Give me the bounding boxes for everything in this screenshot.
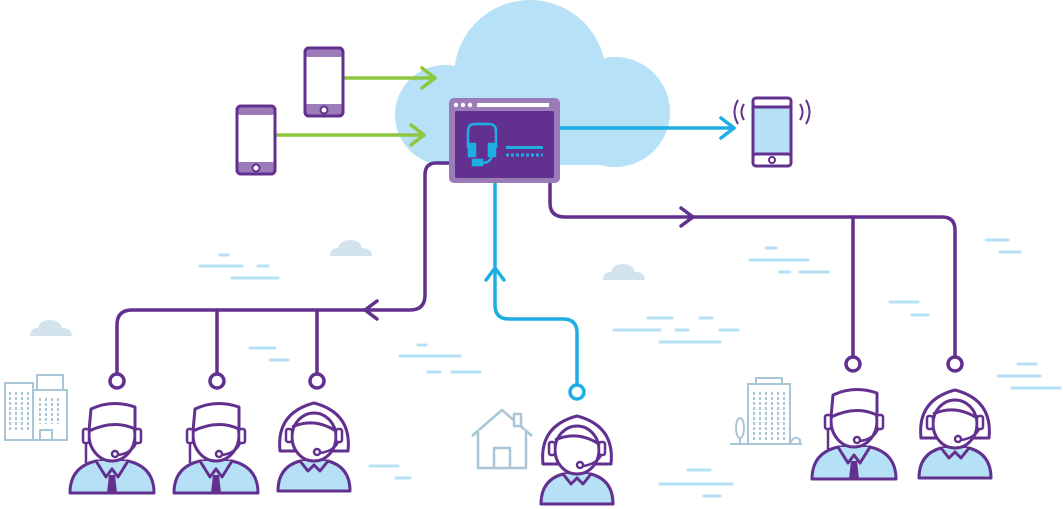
remote-agent-woman-avatar [539, 414, 615, 506]
agent-man-avatar [68, 401, 156, 495]
city-building-icon [730, 377, 802, 445]
agent-man-avatar [810, 387, 898, 481]
small-cloud-icon [30, 320, 72, 336]
smartphone-icon [303, 46, 345, 118]
agent-woman-avatar [917, 388, 993, 480]
small-cloud-icon [330, 240, 372, 256]
small-cloud-icon [603, 264, 645, 280]
blue-route-center [484, 178, 579, 387]
headset-icon [466, 122, 498, 167]
mobile-phone-ringing-icon [733, 96, 811, 168]
purple-route-right [548, 178, 957, 359]
home-icon [471, 408, 533, 470]
decorative-dashes [198, 238, 1062, 498]
contact-center-app-window [449, 98, 560, 183]
connection-nodes [108, 355, 964, 401]
purple-route-left [115, 161, 454, 376]
agent-man-avatar [172, 401, 260, 495]
blue-arrow-to-mobile [558, 116, 736, 140]
agent-woman-avatar [276, 401, 352, 493]
office-building-icon [4, 374, 68, 441]
smartphone-icon [235, 104, 277, 176]
